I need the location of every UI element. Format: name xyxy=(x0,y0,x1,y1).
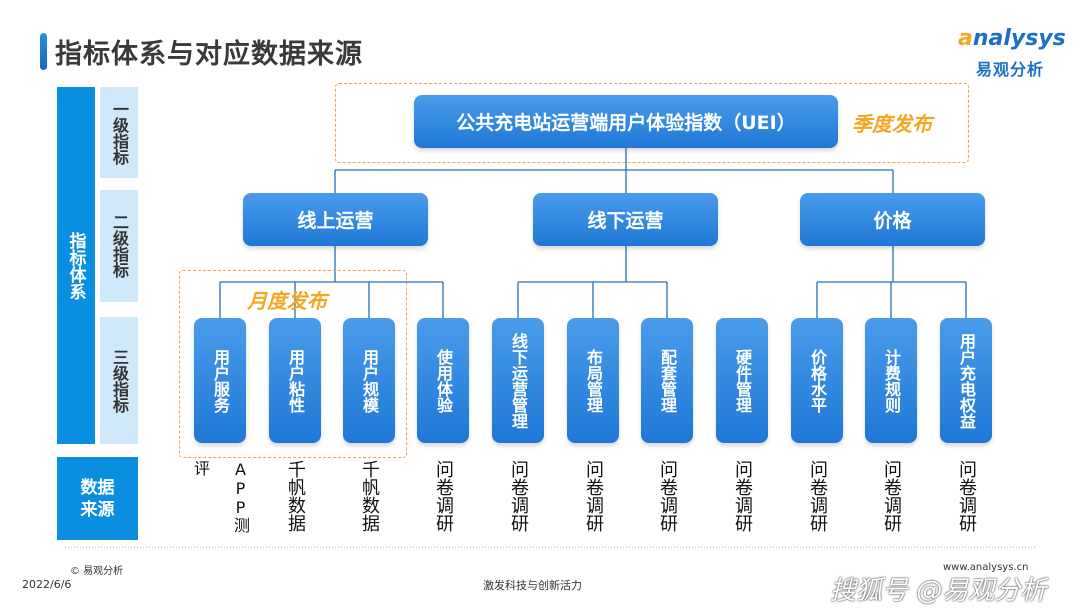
level2-online: 线上运营 xyxy=(243,193,428,246)
data-source-text: 问卷调研 xyxy=(807,460,828,532)
data-source-label: 数据来源 xyxy=(57,457,138,540)
level3-box: 硬件管理 xyxy=(716,318,768,443)
level3-box: 用户粘性 xyxy=(269,318,321,443)
level3-box: 价格水平 xyxy=(791,318,843,443)
level1-label: 一级指标 xyxy=(100,87,138,178)
level3-box: 用户规模 xyxy=(343,318,395,443)
level2-price: 价格 xyxy=(800,193,985,246)
level3-box: 线下运营管理 xyxy=(492,318,544,443)
level2-offline: 线下运营 xyxy=(533,193,718,246)
uei-box: 公共充电站运营端用户体验指数（UEI） xyxy=(414,95,838,148)
logo-cn: 易观分析 xyxy=(976,60,1045,79)
level3-box: 配套管理 xyxy=(641,318,693,443)
level3-box: 用户充电权益 xyxy=(940,318,992,443)
slogan: 激发科技与创新活力 xyxy=(483,579,582,592)
copyright: © 易观分析 xyxy=(70,566,124,577)
watermark: 搜狐号 @易观分析 xyxy=(830,576,1047,606)
data-source-text: 千帆数据 xyxy=(285,460,306,532)
data-source-text: APP测评 xyxy=(191,460,250,533)
quarterly-group xyxy=(335,83,969,163)
date: 2022/6/6 xyxy=(22,578,72,591)
website: www.analysys.cn xyxy=(943,562,1029,573)
logo-brand: analysys xyxy=(958,26,1066,51)
page-title: 指标体系与对应数据来源 xyxy=(55,39,363,70)
data-source-text: 千帆数据 xyxy=(359,460,380,532)
data-source-text: 问卷调研 xyxy=(583,460,604,532)
level3-label: 三级指标 xyxy=(100,317,138,444)
title-accent-bar xyxy=(40,33,47,70)
level3-box: 计费规则 xyxy=(865,318,917,443)
data-source-text: 问卷调研 xyxy=(508,460,529,532)
level3-box: 用户服务 xyxy=(194,318,246,443)
data-source-text: 问卷调研 xyxy=(956,460,977,532)
level3-box: 布局管理 xyxy=(567,318,619,443)
data-source-text: 问卷调研 xyxy=(657,460,678,532)
monthly-release: 月度发布 xyxy=(247,289,327,313)
level2-label: 二级指标 xyxy=(100,190,138,302)
data-source-text: 问卷调研 xyxy=(881,460,902,532)
monthly-group xyxy=(179,270,407,458)
data-source-text: 问卷调研 xyxy=(433,460,454,532)
indicator-system-label: 指标体系 xyxy=(57,87,95,444)
level3-box: 使用体验 xyxy=(417,318,469,443)
data-source-text: 问卷调研 xyxy=(732,460,753,532)
quarterly-release: 季度发布 xyxy=(852,112,932,136)
